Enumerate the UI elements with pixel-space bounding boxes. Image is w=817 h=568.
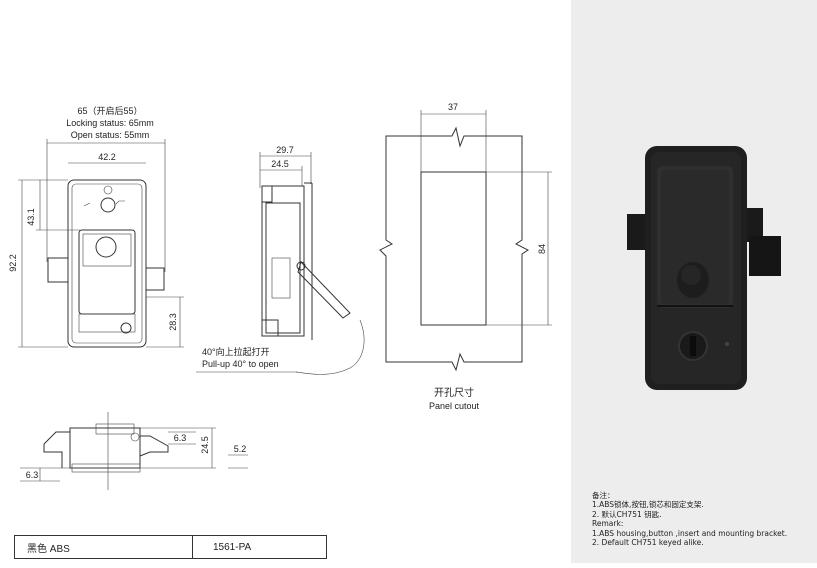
bottom-dim-c-label: 5.2 [234,444,247,454]
locking-status-label: Locking status: 65mm [66,118,154,128]
open-status-label: Open status: 55mm [71,130,150,140]
bottom-dim-a-label: 6.3 [174,433,187,443]
front-view: 65（开启后55） Locking status: 65mm Open stat… [8,105,184,348]
cutout-width-label: 37 [448,102,458,112]
body-width-label: 42.2 [98,152,116,162]
side-depth-total-label: 29.7 [276,145,294,155]
remarks-heading-cn: 备注： [592,491,615,500]
bottom-view: 6.3 24.5 5.2 6.3 [20,412,248,490]
remarks-line1-cn: 1.ABS锁体,按钮,锁芯和固定支架. [592,500,704,510]
material-cell: 黑色 ABS [15,536,193,558]
bottom-dim-b-label: 24.5 [200,436,210,454]
pull-up-en-label: Pull-up 40° to open [202,359,279,369]
product-photo-panel [571,0,817,563]
lower-height-label: 28.3 [168,313,178,331]
side-depth-body-label: 24.5 [271,159,289,169]
cutout-height-label: 84 [537,244,547,254]
bottom-dim-d-label: 6.3 [26,470,39,480]
cutout-caption-cn: 开孔尺寸 [434,386,474,399]
side-view: 29.7 24.5 40°向上拉起打开 Pull-up 40° to open [196,145,365,375]
product-photo [627,146,781,390]
cutout-caption-en: Panel cutout [429,401,480,411]
panel-cutout-view: 37 84 开孔尺寸 Panel cutout [379,102,552,411]
remarks-line2-en: 2. Default CH751 keyed alike. [592,538,704,548]
model-cell: 1561-PA [213,541,252,553]
remarks: 备注： 1.ABS锁体,按钮,锁芯和固定支架. 2. 默认CH751 钥匙. R… [592,491,814,547]
remarks-heading-en: Remark: [592,519,624,529]
overall-width-label: 65（开启后55） [77,105,142,116]
upper-height-label: 43.1 [26,208,36,226]
remarks-line2-cn: 2. 默认CH751 钥匙. [592,509,662,519]
pull-up-cn-label: 40°向上拉起打开 [202,346,270,357]
total-height-label: 92.2 [8,254,18,272]
remarks-line1-en: 1.ABS housing,button ,insert and mountin… [592,528,788,538]
spec-table: 黑色 ABS 1561-PA [14,535,327,559]
